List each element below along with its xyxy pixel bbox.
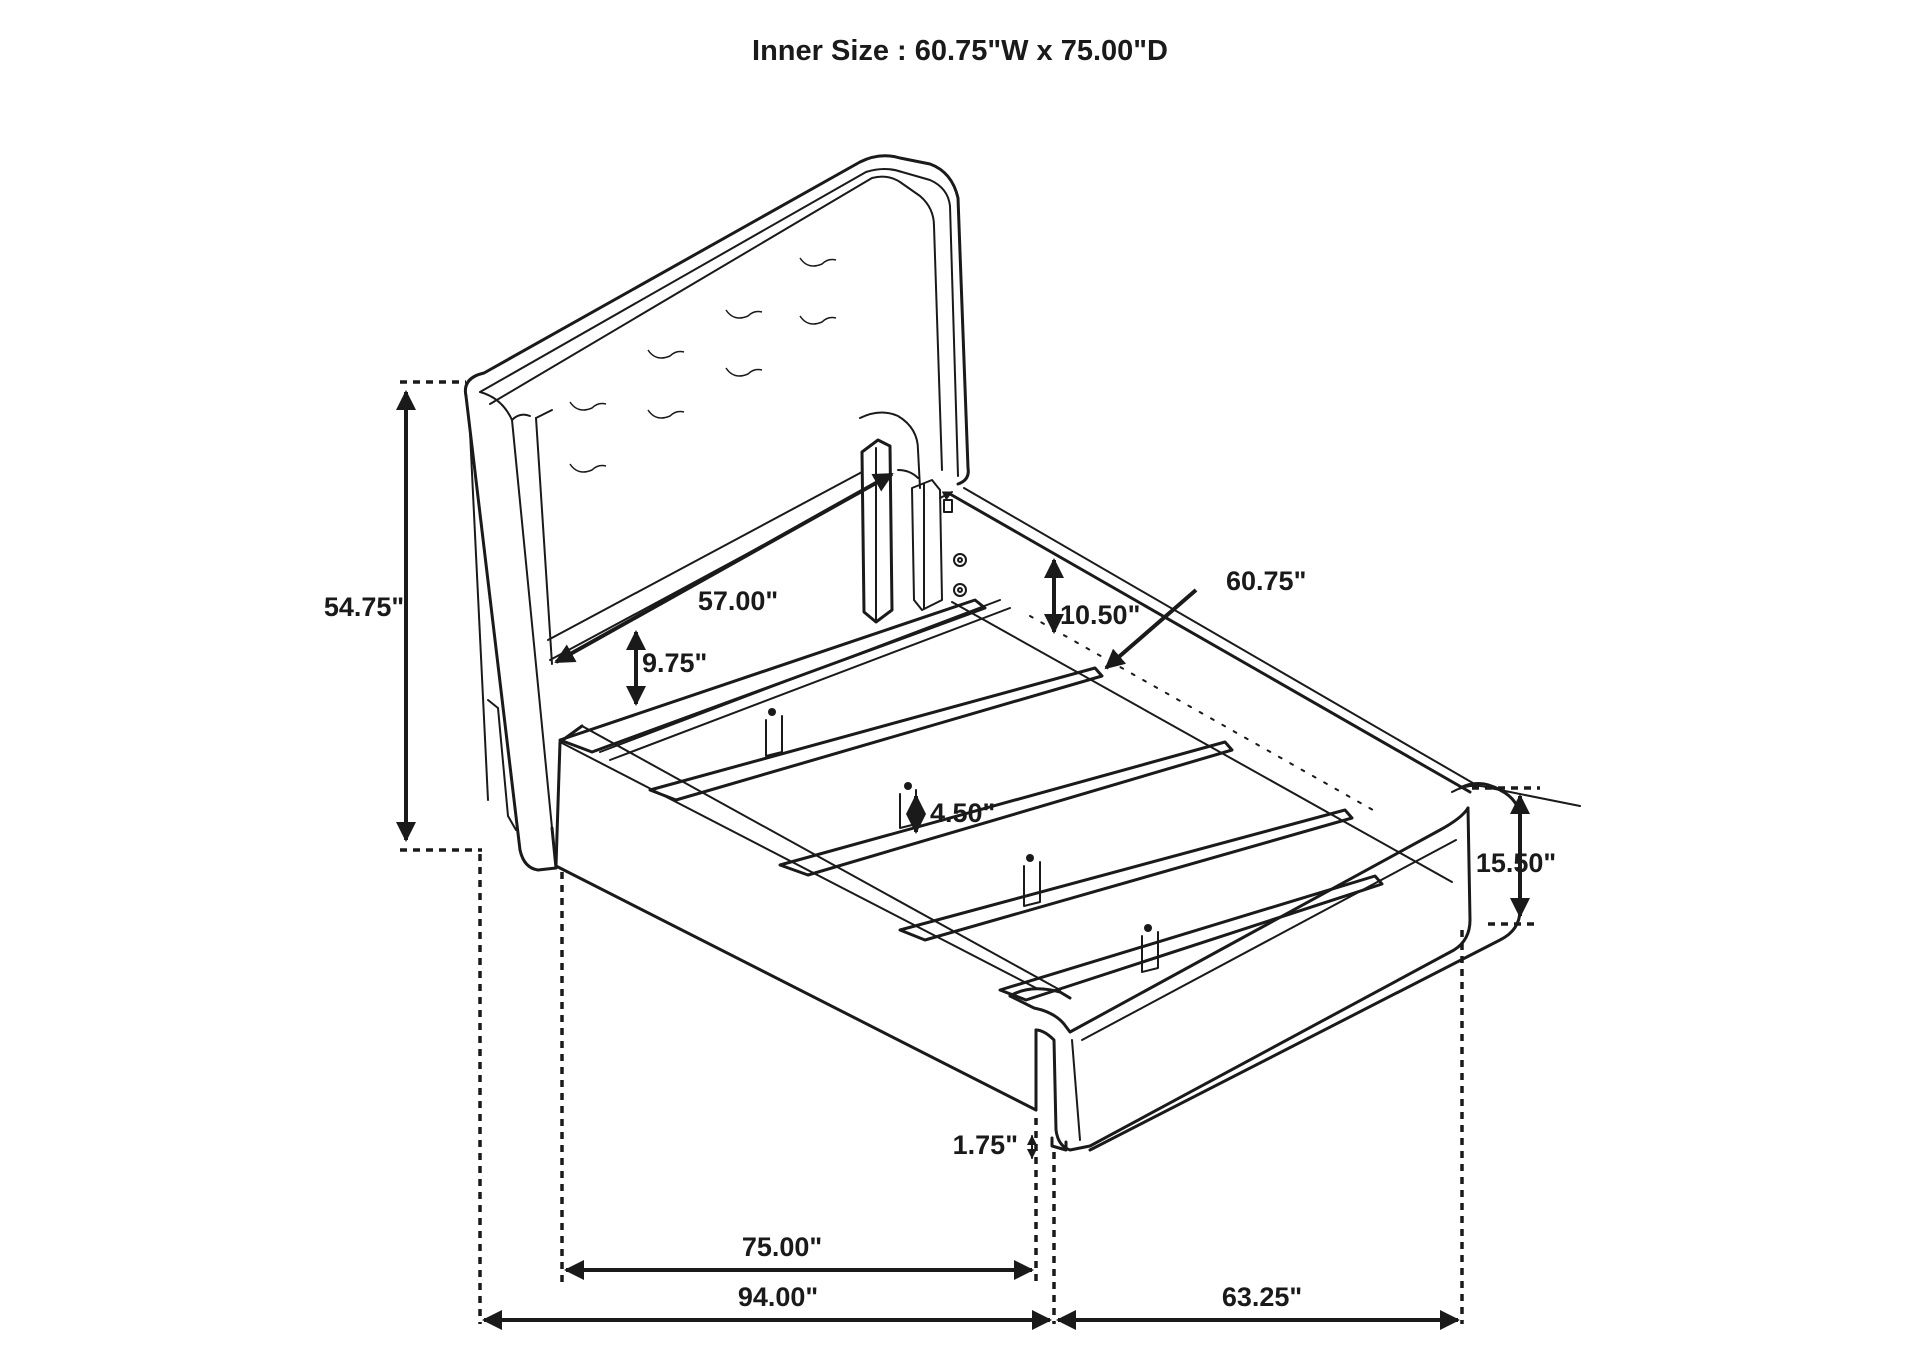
dim-slat-support-height: 4.50" xyxy=(930,798,995,828)
dim-headboard-rail-width: 57.00" xyxy=(698,586,778,616)
dim-footboard-height: 15.50" xyxy=(1476,848,1556,878)
inner-size-title: Inner Size : 60.75"W x 75.00"D xyxy=(752,35,1168,67)
bed-drawing xyxy=(463,154,1581,1152)
left-side-rail xyxy=(554,724,1061,1112)
dim-rail-height-left: 9.75" xyxy=(642,648,707,678)
dimension-lines: 54.75" 57.00" 9.75" 10.50" 60.75" 4.50" … xyxy=(324,380,1556,1330)
dim-overall-length: 94.00" xyxy=(738,1282,818,1312)
dim-overall-width: 63.25" xyxy=(1222,1282,1302,1312)
headboard xyxy=(463,154,970,872)
dim-clearance: 1.75" xyxy=(953,1130,1018,1160)
tufting-buttons xyxy=(569,257,837,473)
right-side-rail xyxy=(948,487,1581,883)
dim-inner-width: 60.75" xyxy=(1226,566,1306,596)
dim-total-height: 54.75" xyxy=(324,592,404,622)
dim-rail-height-right: 10.50" xyxy=(1060,600,1140,630)
dim-inner-length: 75.00" xyxy=(742,1232,822,1262)
footboard xyxy=(1008,782,1522,1152)
